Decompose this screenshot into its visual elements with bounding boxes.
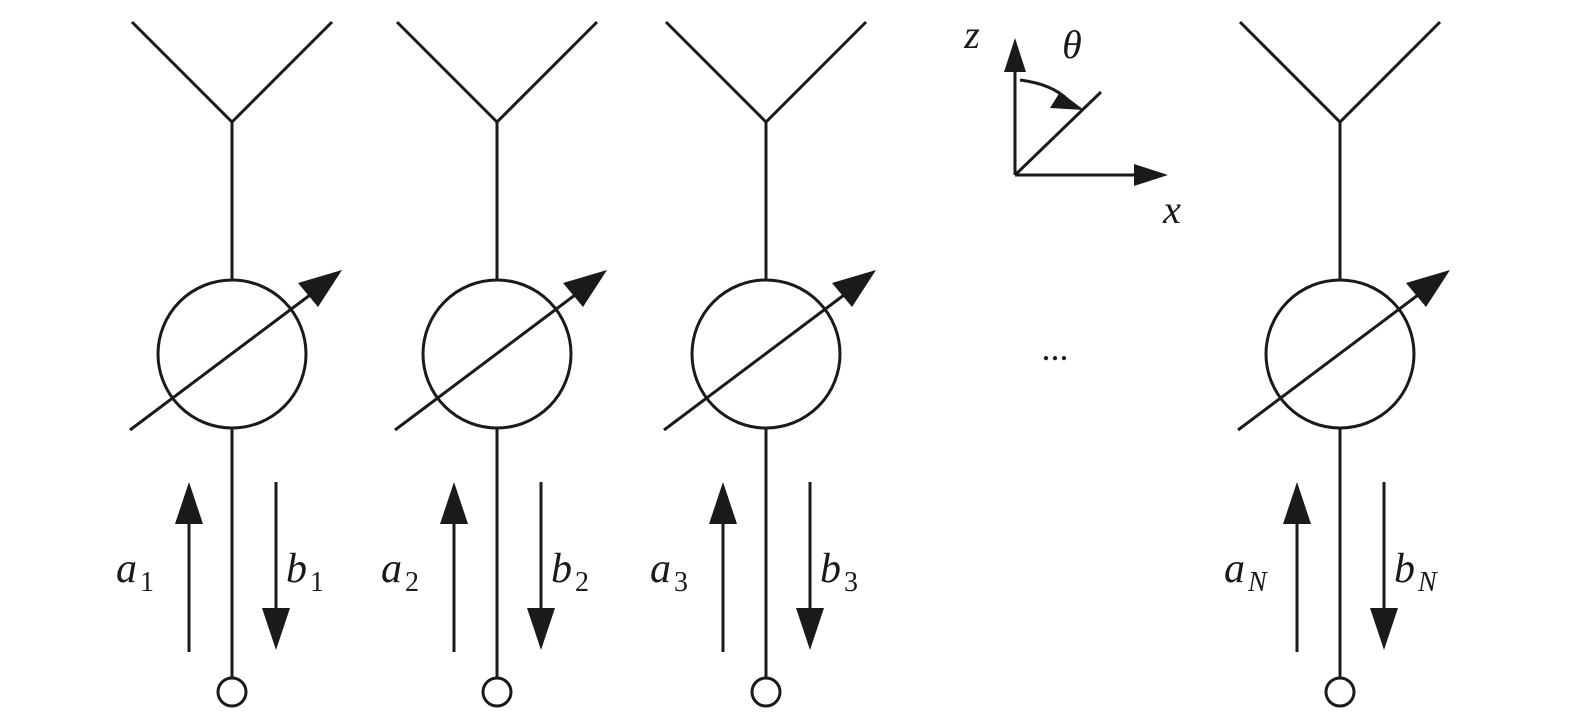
coordinate-axes: z x θ — [963, 12, 1181, 232]
port-terminal — [216, 676, 248, 708]
port-terminal — [1324, 676, 1356, 708]
reflected-wave-label-subscript: N — [1417, 567, 1438, 598]
theta-arc-arrowhead — [1050, 92, 1084, 110]
reflected-wave-arrowhead — [1370, 608, 1398, 650]
reflected-wave-label-subscript: 1 — [310, 567, 324, 598]
incident-wave-label-subscript: 3 — [674, 567, 688, 598]
antenna-icon — [664, 20, 868, 125]
incident-wave-arrowhead — [175, 482, 203, 524]
incident-wave-label-letter: a — [1224, 546, 1245, 592]
reflected-wave-label-letter: b — [1394, 546, 1415, 592]
reflected-wave-label-subscript: 3 — [844, 567, 858, 598]
phase-shifter-arrowhead — [832, 270, 876, 307]
incident-wave-label-subscript: 1 — [140, 567, 154, 598]
antenna-icon — [130, 20, 334, 125]
reflected-wave-label-letter: b — [286, 546, 307, 592]
phase-shifter-arrow-line — [663, 293, 845, 432]
phase-shifter-arrowhead — [298, 270, 342, 307]
reflected-wave-label-letter: b — [820, 546, 841, 592]
phase-shifter-arrowhead — [563, 270, 607, 307]
phase-shifter-arrow-line — [129, 293, 311, 432]
x-axis-arrowhead — [1134, 164, 1168, 186]
theta-label: θ — [1062, 22, 1082, 67]
port-terminal — [481, 676, 513, 708]
incident-wave-arrowhead — [440, 482, 468, 524]
incident-wave-label-subscript: N — [1247, 567, 1268, 598]
z-axis-arrowhead — [1004, 38, 1026, 72]
incident-wave-label-letter: a — [116, 546, 137, 592]
incident-wave-arrowhead — [1283, 482, 1311, 524]
incident-wave-label-subscript: 2 — [405, 567, 419, 598]
incident-wave-label-letter: a — [381, 546, 402, 592]
incident-wave-label-letter: a — [650, 546, 671, 592]
reflected-wave-arrowhead — [796, 608, 824, 650]
reflected-wave-label-letter: b — [551, 546, 572, 592]
antenna-icon — [1238, 20, 1442, 125]
ellipsis-text: ... — [1042, 328, 1069, 368]
reflected-wave-arrowhead — [527, 608, 555, 650]
antenna-icon — [395, 20, 599, 125]
port-terminal — [750, 676, 782, 708]
phase-shifter-arrow-line — [394, 293, 576, 432]
phase-shifter-arrowhead — [1406, 270, 1450, 307]
reflected-wave-arrowhead — [262, 608, 290, 650]
direction-line — [1013, 90, 1103, 177]
x-axis-label: x — [1162, 187, 1181, 232]
z-axis-label: z — [963, 12, 980, 57]
incident-wave-arrowhead — [709, 482, 737, 524]
reflected-wave-label-subscript: 2 — [575, 567, 589, 598]
phase-shifter-arrow-line — [1237, 293, 1419, 432]
